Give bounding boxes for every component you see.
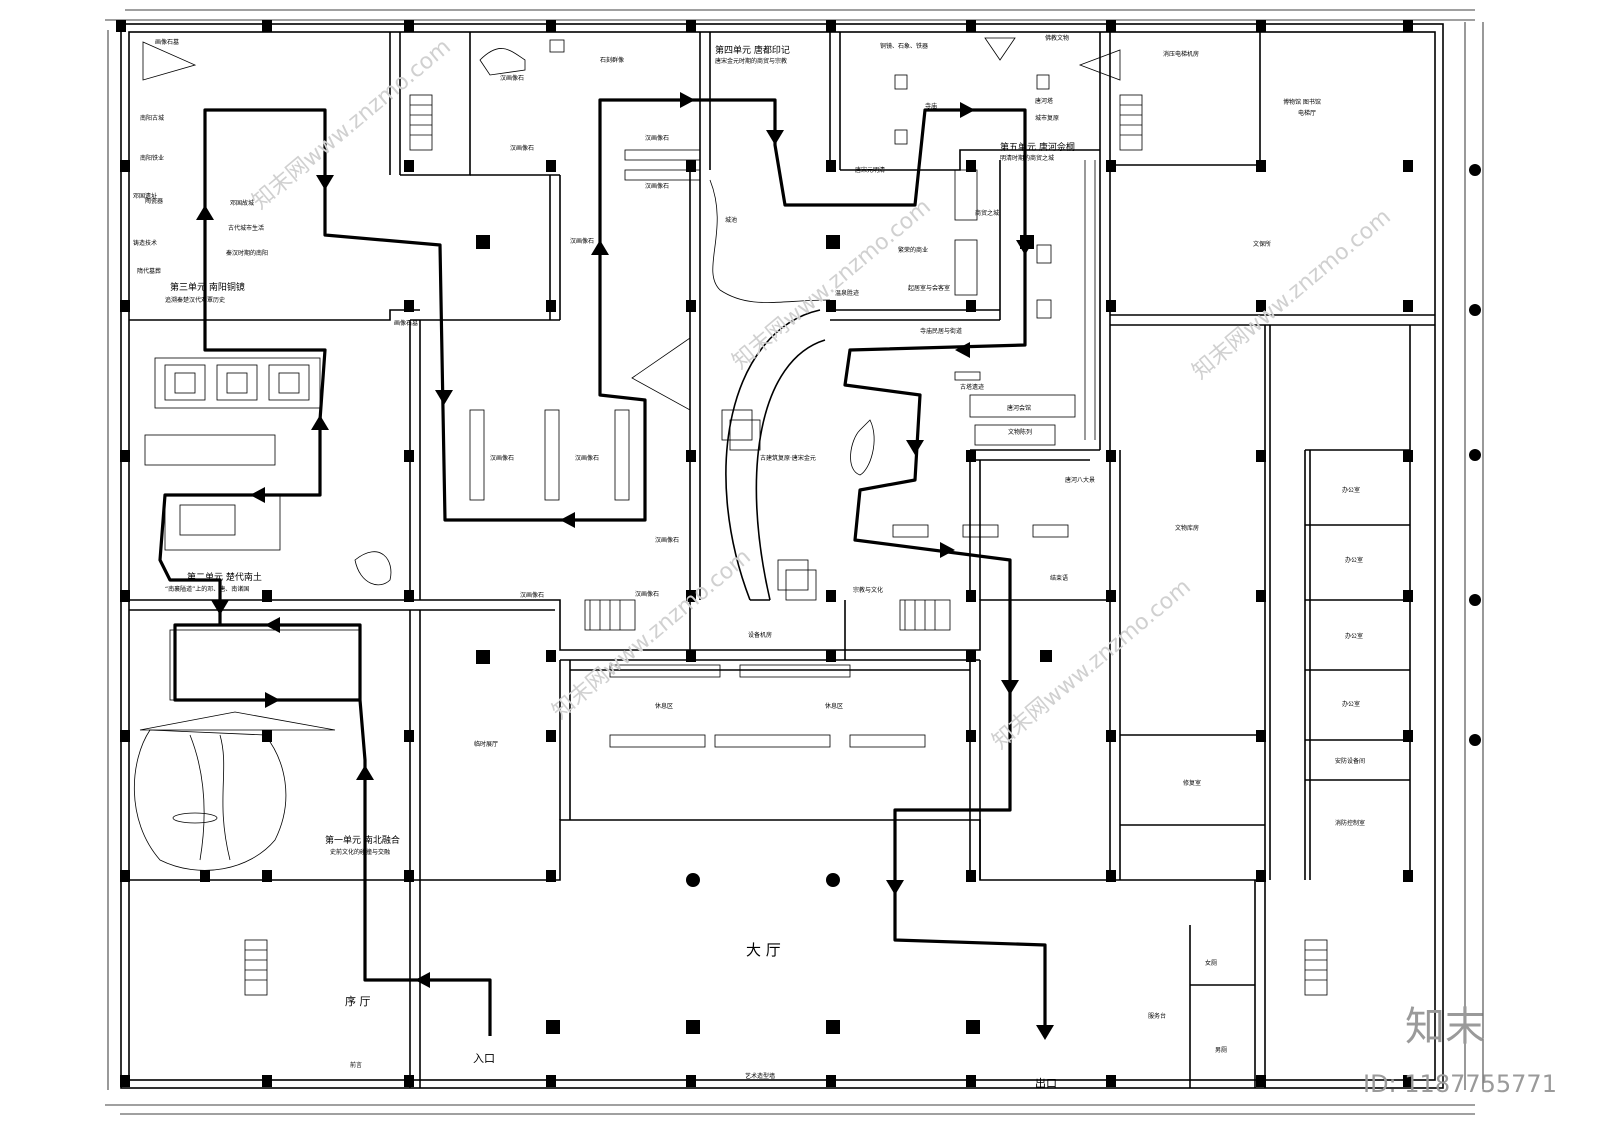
room-rest1: 休息区 xyxy=(655,702,673,710)
exhibit-label: 南阳古城 xyxy=(140,114,164,122)
columns xyxy=(116,20,1481,1087)
exhibit-label: 画像石墓 xyxy=(155,38,179,46)
interior-walls xyxy=(129,32,1435,1088)
exhibit-label: 汉画像石 xyxy=(500,74,524,82)
room-ending: 结束语 xyxy=(1050,574,1068,582)
watermark-id: ID: 1187755771 xyxy=(1363,1070,1557,1098)
exhibit-label: 汉画像石 xyxy=(570,237,594,245)
room-fire: 消防控制室 xyxy=(1335,819,1365,827)
watermark-text: 知末网www.znzmo.com xyxy=(548,544,756,724)
exhibit-label: 陶瓷器 xyxy=(145,197,163,205)
room-art-wall: 艺术造型墙 xyxy=(745,1072,775,1080)
curved-wall xyxy=(709,179,875,601)
room-equipment: 设备机房 xyxy=(748,631,772,639)
room-lobby: 大 厅 xyxy=(746,941,781,959)
room-entrance: 入口 xyxy=(473,1052,495,1065)
exhibit-label: 城市复原 xyxy=(1035,114,1059,122)
unit2-title: 第二单元 楚代南土 xyxy=(187,571,262,583)
exhibit-label: 南阳铁业 xyxy=(140,154,164,162)
unit5-title: 第五单元 唐河佘桐 xyxy=(1000,141,1075,153)
room-museum-lib: 博物馆 图书馆 xyxy=(1283,98,1321,106)
exhibit-fixtures xyxy=(142,37,1121,748)
exhibit-label: 城池 xyxy=(725,216,737,224)
exhibit-label: 唐宋元明清 xyxy=(855,166,885,174)
room-pressure: 消压电梯机房 xyxy=(1163,50,1199,58)
room-office4: 办公室 xyxy=(1342,700,1360,708)
watermark: 知末 ID: 1187755771 知末网www.znzmo.com 知末网ww… xyxy=(248,34,1557,1098)
room-male-wc: 男厕 xyxy=(1215,1047,1227,1054)
exhibit-label: 起居室与会客室 xyxy=(908,284,950,292)
unit5-subtitle: 明清时期的商贸之城 xyxy=(1000,154,1054,162)
exhibit-label: 汉画像石 xyxy=(490,454,514,462)
landscape-display xyxy=(133,48,526,871)
room-storage: 文物库房 xyxy=(1175,524,1199,532)
exhibit-label: 唐河塔 xyxy=(1035,97,1053,105)
room-security: 安防设备间 xyxy=(1335,757,1365,765)
exhibit-label: 隋代墓葬 xyxy=(137,267,161,275)
unit4-subtitle: 唐宋金元时期的商贸与宗教 xyxy=(715,57,787,65)
room-office2: 办公室 xyxy=(1345,556,1363,564)
exhibit-label: 古代城市生活 xyxy=(228,224,264,232)
watermark-text: 知末网www.znzmo.com xyxy=(988,574,1196,754)
exhibit-label: 唐河八大景 xyxy=(1065,476,1095,484)
exhibit-label: 文物陈列 xyxy=(1008,428,1032,436)
exhibit-label: 汉画像石 xyxy=(510,144,534,152)
exhibit-label: 温泉胜迹 xyxy=(835,289,859,297)
stairs xyxy=(244,94,1328,996)
unit3-subtitle: 追溯秦楚汉代邓覃历史 xyxy=(165,296,225,304)
room-service: 服务台 xyxy=(1148,1012,1166,1020)
exhibit-label: 商贸之城 xyxy=(975,209,999,217)
exhibit-label: 汉画像石 xyxy=(645,134,669,142)
exhibit-label: 汉画像石 xyxy=(520,591,544,599)
exhibit-label: 铸造技术 xyxy=(133,239,157,247)
exhibit-label: 邓国故城 xyxy=(230,199,254,207)
exhibit-label: 石刻群像 xyxy=(600,56,624,64)
room-female-wc: 女厕 xyxy=(1205,959,1217,967)
room-office3: 办公室 xyxy=(1345,632,1363,640)
exhibit-label: 汉画像石 xyxy=(635,590,659,598)
room-temp-hall: 临时展厅 xyxy=(474,740,498,748)
tour-route xyxy=(158,92,1054,1040)
unit2-subtitle: “南襄隘道”上的邓、唐、南诸国 xyxy=(165,585,249,593)
unit4-title: 第四单元 唐都印记 xyxy=(715,44,790,56)
room-cultural: 文保所 xyxy=(1253,240,1271,248)
outer-walls xyxy=(120,23,1444,1089)
watermark-text: 知末网www.znzmo.com xyxy=(1188,204,1396,384)
room-preface: 前言 xyxy=(350,1061,362,1069)
exhibit-label: 古建筑复原·唐宋金元 xyxy=(760,454,816,462)
exhibit-label: 邓国遗址 xyxy=(133,192,157,200)
unit3-title: 第三单元 南阳铜镜 xyxy=(170,281,245,293)
exhibit-label: 寺庙 xyxy=(925,102,937,110)
exhibit-label: 汉画像石 xyxy=(655,536,679,544)
exhibit-label: 佛教文物 xyxy=(1045,34,1069,42)
watermark-brand: 知末 xyxy=(1405,1004,1485,1050)
unit1-title: 第一单元 南北融合 xyxy=(325,834,400,846)
exhibit-label: 汉画像石 xyxy=(575,454,599,462)
exhibit-label: 寺庙民居与街道 xyxy=(920,327,962,335)
exhibit-label: 铜镜、石象、铁器 xyxy=(880,42,928,50)
exhibit-label: 秦汉时期的南阳 xyxy=(226,249,268,257)
exhibit-label: 繁荣的商业 xyxy=(898,246,928,254)
exhibit-label: 汉画像石 xyxy=(645,182,669,190)
room-prelude: 序 厅 xyxy=(345,994,371,1008)
dimension-lines xyxy=(105,9,1484,1115)
exhibit-label: 古塔遗迹 xyxy=(960,383,984,391)
room-restoration: 修复室 xyxy=(1183,779,1201,787)
exhibit-label: 宗教与文化 xyxy=(853,586,883,594)
room-rest2: 休息区 xyxy=(825,702,843,710)
exhibit-label: 唐河会馆 xyxy=(1007,404,1031,412)
room-office1: 办公室 xyxy=(1342,486,1360,494)
exhibit-label: 画像石墓 xyxy=(394,319,418,327)
watermark-text: 知末网www.znzmo.com xyxy=(248,34,456,214)
room-exit: 出口 xyxy=(1035,1076,1057,1090)
room-elevator-hall: 电梯厅 xyxy=(1298,109,1316,117)
unit1-subtitle: 史前文化的碰撞与交融 xyxy=(330,848,390,856)
